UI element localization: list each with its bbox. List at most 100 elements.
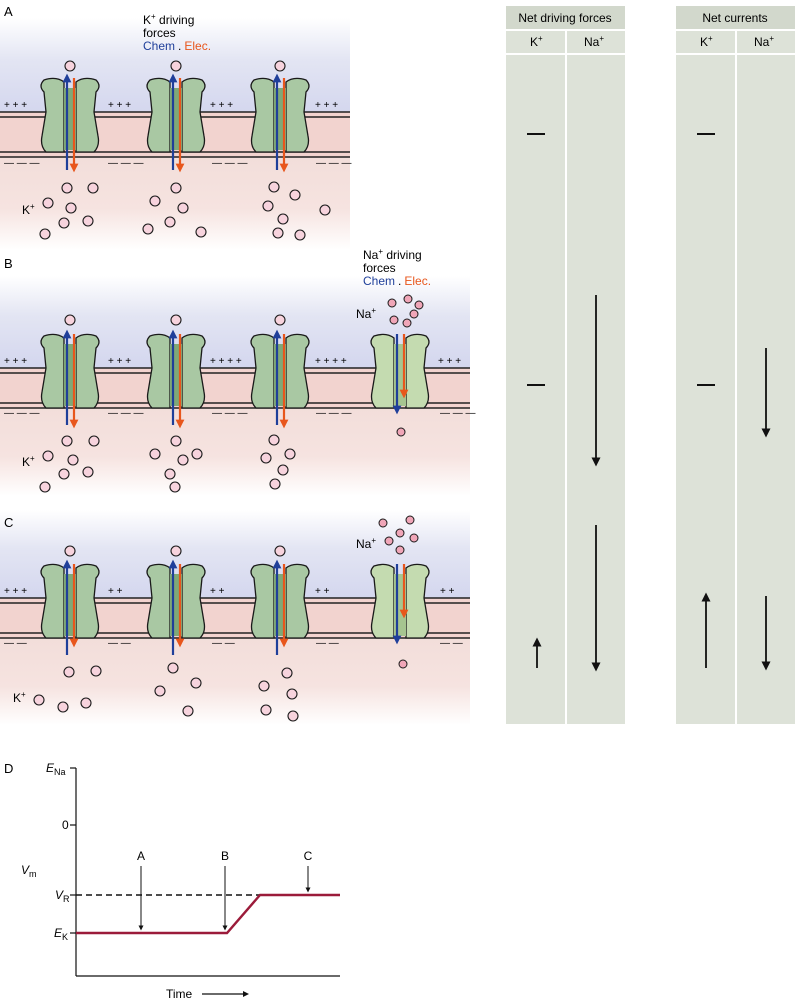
svg-text:Na+: Na+ [584, 34, 604, 49]
svg-text:Vm: Vm [21, 863, 37, 879]
svg-text:— —: — — [108, 638, 131, 649]
k-forces-line2: forces [143, 26, 176, 40]
na-channel [370, 563, 430, 639]
svg-text:— —: — — [4, 638, 27, 649]
elec-arrow [69, 78, 289, 173]
k-forces-title: K [143, 13, 151, 27]
k-channel [40, 77, 100, 153]
svg-text:+ + +: + + + [4, 586, 27, 597]
marker-a: A [137, 849, 145, 863]
driving-col-k: K [530, 35, 538, 49]
vm-trace [76, 893, 340, 935]
svg-text:— — —: — — — [316, 408, 352, 419]
k-ions [39, 60, 331, 241]
na-channel [370, 333, 430, 409]
svg-text:— —: — — [316, 638, 339, 649]
svg-text:K+: K+ [530, 34, 543, 49]
y-label-vm: V [21, 863, 30, 877]
svg-text:Chem.Elec.: Chem.Elec. [363, 274, 431, 288]
panel-d: D ENa 0 Vm VR EK A B C Time [4, 761, 340, 1001]
chem-arrow [62, 329, 402, 425]
svg-text:+ + + +: + + + + [315, 356, 347, 367]
panel-letter-d: D [4, 761, 13, 776]
k-label: K [13, 691, 21, 705]
driving-col-na: Na [584, 35, 600, 49]
marker-c: C [304, 849, 313, 863]
driving-table-title: Net driving forces [518, 11, 611, 25]
k-channel [146, 333, 206, 409]
svg-text:— — —: — — — [4, 408, 40, 419]
svg-text:+ +: + + [108, 586, 123, 597]
k-channel [250, 333, 310, 409]
elec-arrow [69, 334, 409, 429]
currents-col-na: Na [754, 35, 770, 49]
svg-text:K+: K+ [700, 34, 713, 49]
svg-text:+ +: + + [440, 586, 455, 597]
svg-text:— — —: — — — [212, 158, 248, 169]
svg-text:VR: VR [55, 888, 70, 904]
currents-table-title: Net currents [702, 11, 767, 25]
marker-b: B [221, 849, 229, 863]
svg-text:K+: K+ [13, 690, 26, 705]
chem-arrow [62, 73, 282, 170]
chem-arrow [62, 559, 402, 655]
svg-text:+ + + +: + + + + [210, 356, 242, 367]
k-ions [39, 314, 296, 493]
currents-col-k: K [700, 35, 708, 49]
k-channel [250, 77, 310, 153]
x-label-time: Time [166, 987, 193, 1001]
y-label-ena: E [46, 761, 55, 775]
panel-letter-c: C [4, 515, 13, 530]
svg-text:K+ driving: K+ driving [143, 12, 194, 27]
na-forces-title: Na [363, 248, 379, 262]
panel-letter-a: A [4, 4, 13, 19]
svg-text:+ +: + + [210, 586, 225, 597]
k-channel [146, 77, 206, 153]
svg-text:Na+: Na+ [754, 34, 774, 49]
svg-text:ENa: ENa [46, 761, 66, 777]
svg-text:— — —: — — — [212, 408, 248, 419]
svg-text:— — —: — — — [4, 158, 40, 169]
svg-text:— — —: — — — [108, 408, 144, 419]
svg-text:— — —: — — — [440, 408, 476, 419]
svg-text:+ + +: + + + [108, 100, 131, 111]
panel-c: + + + + + + + + + + + — — — — — — — — — … [0, 510, 470, 725]
panel-a: + + + + + + + + + + + + — — — — — — — — … [0, 4, 352, 250]
net-currents-table: Net currents K+ Na+ [676, 6, 795, 724]
k-channel [40, 333, 100, 409]
svg-text:Na+: Na+ [356, 536, 376, 551]
k-label: K [22, 455, 30, 469]
svg-text:+ + +: + + + [438, 356, 461, 367]
svg-text:+ + +: + + + [4, 356, 27, 367]
svg-text:— — —: — — — [316, 158, 352, 169]
svg-text:— —: — — [440, 638, 463, 649]
na-ions [378, 515, 419, 669]
elec-label: Elec. [184, 39, 211, 53]
panel-letter-b: B [4, 256, 13, 271]
k-ions [33, 545, 299, 722]
svg-text:+ +: + + [315, 586, 330, 597]
svg-text:Na+: Na+ [356, 306, 376, 321]
y-label-zero: 0 [62, 818, 69, 832]
panel-b: + + + + + + + + + + + + + + + + + — — — … [0, 247, 476, 496]
k-channel [250, 563, 310, 639]
svg-text:K+: K+ [22, 454, 35, 469]
na-ions [387, 294, 424, 437]
svg-text:K+: K+ [22, 202, 35, 217]
svg-text:— —: — — [212, 638, 235, 649]
net-driving-forces-table: Net driving forces K+ Na+ [506, 6, 625, 724]
svg-text:Na+ driving: Na+ driving [363, 247, 422, 262]
svg-text:+ + +: + + + [315, 100, 338, 111]
y-label-ek: E [54, 926, 63, 940]
svg-text:EK: EK [54, 926, 68, 942]
elec-label: Elec. [404, 274, 431, 288]
chem-label: Chem [363, 274, 395, 288]
k-channel [146, 563, 206, 639]
na-label: Na [356, 307, 372, 321]
chem-label: Chem [143, 39, 175, 53]
y-label-vr: V [55, 888, 64, 902]
na-label: Na [356, 537, 372, 551]
k-channel [40, 563, 100, 639]
na-forces-line2: forces [363, 261, 396, 275]
